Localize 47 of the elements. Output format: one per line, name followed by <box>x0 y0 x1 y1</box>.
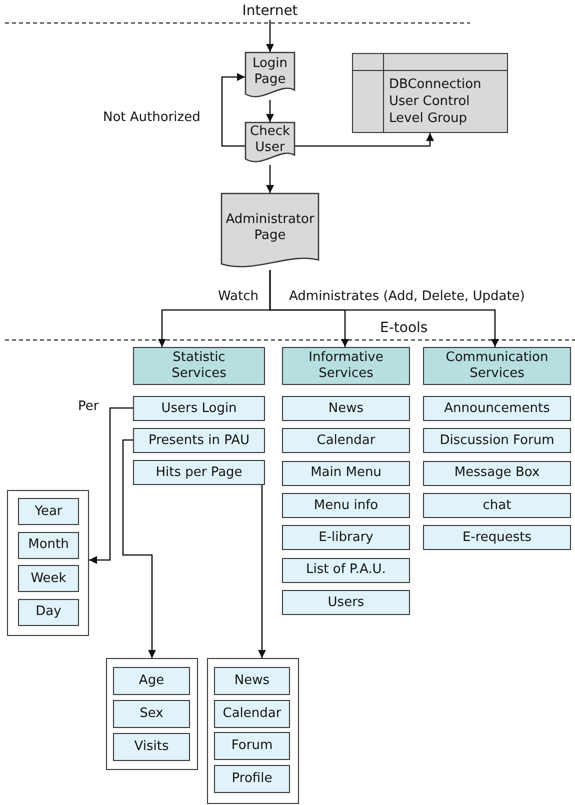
menu-item-box: Age <box>113 667 190 695</box>
arrow <box>258 485 266 658</box>
menu-item-box: Users <box>282 590 410 615</box>
service-header-box: Statistic Services <box>133 347 265 385</box>
menu-item-box: Menu info <box>282 492 410 518</box>
menu-item-box: E-requests <box>423 525 571 550</box>
arrow <box>266 165 274 193</box>
menu-item-box: Year <box>18 498 79 525</box>
arrow <box>266 20 274 52</box>
database-table: DBConnection User Control Level Group <box>352 53 508 133</box>
menu-item-box: Day <box>18 598 79 626</box>
menu-item-box: chat <box>423 492 571 518</box>
arrow <box>266 100 274 122</box>
document-shape: Login Page <box>245 52 295 100</box>
arrow <box>295 133 434 147</box>
menu-item-box: Visits <box>113 733 190 761</box>
menu-item-box: Calendar <box>282 428 410 454</box>
document-shape: Check User <box>245 122 295 165</box>
arrow <box>269 270 499 347</box>
menu-item-box: Hits per Page <box>133 460 265 485</box>
service-header-box: Informative Services <box>282 347 410 385</box>
menu-item-box: Forum <box>214 732 290 760</box>
menu-item-box: Announcements <box>423 396 571 421</box>
menu-item-box: Users Login <box>133 396 265 421</box>
arrow <box>89 407 133 564</box>
menu-item-box: News <box>214 667 290 695</box>
group-container <box>207 658 299 804</box>
group-container <box>7 490 89 636</box>
menu-item-box: Calendar <box>214 700 290 728</box>
menu-item-box: Main Menu <box>282 460 410 486</box>
menu-item-box: E-library <box>282 525 410 550</box>
edge-label: Administrates (Add, Delete, Update) <box>289 289 525 304</box>
service-header-box: Communication Services <box>423 347 571 385</box>
menu-item-box: Presents in PAU <box>133 428 265 453</box>
menu-item-box: Month <box>18 532 79 558</box>
menu-item-box: Message Box <box>423 460 571 486</box>
arrow <box>122 439 156 658</box>
menu-item-box: Profile <box>214 764 290 792</box>
arrow <box>221 73 245 147</box>
menu-item-box: Week <box>18 565 79 592</box>
menu-item-box: News <box>282 396 410 421</box>
heading-label: Internet <box>235 2 305 20</box>
group-container <box>106 658 198 770</box>
menu-item-box: List of P.A.U. <box>282 558 410 582</box>
menu-item-box: Discussion Forum <box>423 428 571 454</box>
document-shape: Administrator Page <box>221 193 319 270</box>
menu-item-box: Sex <box>113 700 190 728</box>
